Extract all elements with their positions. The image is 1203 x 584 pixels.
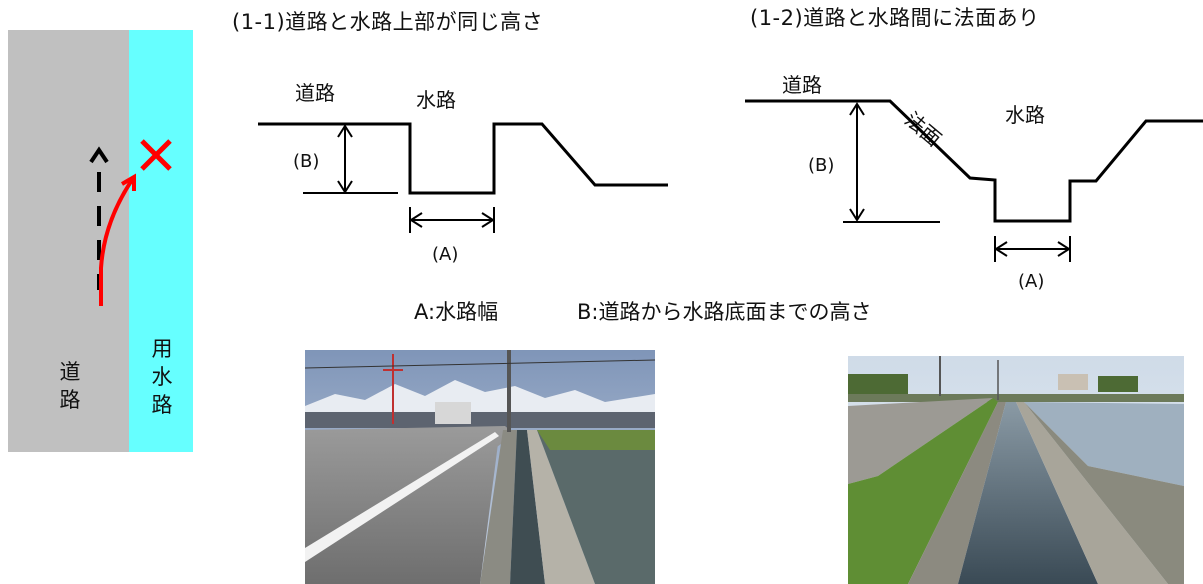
diagram-2-profile — [745, 99, 1203, 223]
diagram-2-title: (1-2)道路と水路間に法面あり — [750, 6, 1040, 30]
canal-area — [129, 30, 193, 452]
grassy-canal-photo — [848, 356, 1184, 584]
legend-a: A:水路幅 — [414, 300, 499, 324]
road-beside-canal-photo — [305, 350, 655, 584]
diagram-1-b-dimension — [303, 124, 398, 194]
road-area — [8, 30, 129, 452]
diagram-2-canal-label: 水路 — [1005, 103, 1045, 127]
legend-b: B:道路から水路底面までの高さ — [577, 300, 872, 324]
dashed-up-arrow-icon — [89, 146, 109, 290]
diagram-1-canal-label: 水路 — [416, 88, 456, 112]
left-sketch-overlay — [89, 139, 172, 306]
diagram-1-a-dimension — [409, 207, 495, 233]
diagram-2-b-dimension — [843, 102, 940, 223]
diagram-1-a-mark: (A) — [432, 244, 459, 265]
diagram-2-road-label: 道路 — [782, 73, 822, 97]
diagram-1-title: (1-1)道路と水路上部が同じ高さ — [232, 10, 544, 34]
diagram-1-road-label: 道路 — [295, 81, 335, 105]
diagram-2-b-mark: (B) — [808, 155, 835, 176]
diagram-2-a-dimension — [994, 236, 1071, 262]
x-mark-icon — [140, 139, 172, 171]
vehicle-path-arrow-icon — [99, 173, 136, 306]
road-label: 道 路 — [59, 360, 81, 412]
canal-label: 用 水 路 — [151, 337, 173, 417]
diagram-1-profile — [258, 122, 668, 195]
cross-section-diagrams — [258, 99, 1203, 262]
diagram-2-a-mark: (A) — [1018, 271, 1045, 292]
diagram-1-b-mark: (B) — [293, 151, 320, 172]
